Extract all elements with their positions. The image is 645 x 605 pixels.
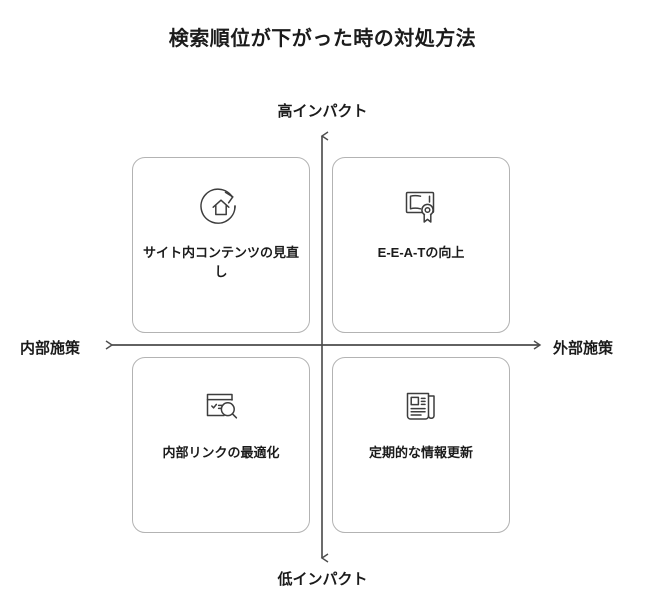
axis-label-high-impact: 高インパクト: [277, 103, 368, 120]
axis-label-low-impact: 低インパクト: [277, 571, 368, 588]
quadrant-label-top-right: E-E-A-Tの向上: [377, 245, 465, 260]
browser-search-icon: [195, 380, 247, 432]
quadrant-card-top-left[interactable]: サイト内コンテンツの見直し: [132, 157, 310, 333]
home-refresh-icon: [195, 180, 247, 232]
quadrant-label-top-left: サイト内コンテンツの見直し: [142, 245, 299, 279]
page-title: 検索順位が下がった時の対処方法: [168, 28, 477, 50]
quadrant-card-bottom-right[interactable]: 定期的な情報更新: [332, 357, 510, 533]
quadrant-label-bottom-left: 内部リンクの最適化: [162, 445, 280, 460]
quadrant-card-bottom-left[interactable]: 内部リンクの最適化: [132, 357, 310, 533]
axis-label-external-measures: 外部施策: [553, 340, 614, 357]
quadrant-label-bottom-right: 定期的な情報更新: [368, 445, 473, 460]
newspaper-icon: [395, 380, 447, 432]
quadrant-card-top-right[interactable]: E-E-A-Tの向上: [332, 157, 510, 333]
axis-label-internal-measures: 内部施策: [20, 340, 81, 357]
certificate-award-icon: [395, 180, 447, 232]
